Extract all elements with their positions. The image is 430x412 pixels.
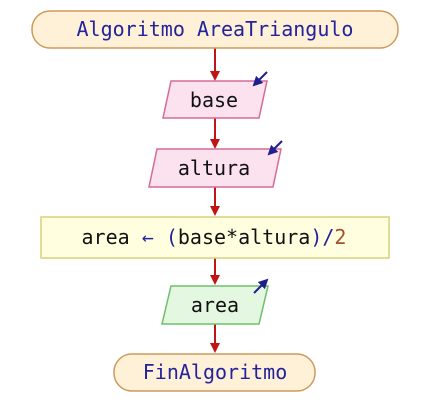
process-label: area ← (base*altura)/2: [82, 225, 347, 249]
end-terminal: FinAlgoritmo: [113, 353, 316, 392]
input-base-marker-icon: [252, 71, 268, 87]
start-terminal: Algoritmo AreaTriangulo: [31, 10, 399, 49]
end-terminal-label: FinAlgoritmo: [143, 360, 288, 384]
output-area-label: area: [191, 293, 239, 317]
start-terminal-shape: [31, 10, 399, 49]
process-assignment: area ← (base*altura)/2: [40, 216, 390, 259]
input-altura-shape: [148, 148, 282, 188]
end-terminal-shape: [113, 353, 316, 392]
start-keyword: Algoritmo: [77, 17, 185, 41]
process-shape: [40, 216, 390, 259]
start-terminal-label: Algoritmo AreaTriangulo: [77, 17, 354, 41]
input-altura: altura: [148, 140, 283, 188]
input-base-shape: [162, 80, 268, 119]
input-base-label: base: [190, 88, 238, 112]
output-area-marker-icon: [253, 278, 269, 294]
input-base: base: [162, 71, 268, 119]
input-altura-marker-icon: [267, 140, 283, 156]
algorithm-name: AreaTriangulo: [197, 17, 354, 41]
output-area: area: [161, 278, 269, 325]
input-altura-label: altura: [178, 156, 250, 180]
output-area-shape: [161, 285, 269, 325]
